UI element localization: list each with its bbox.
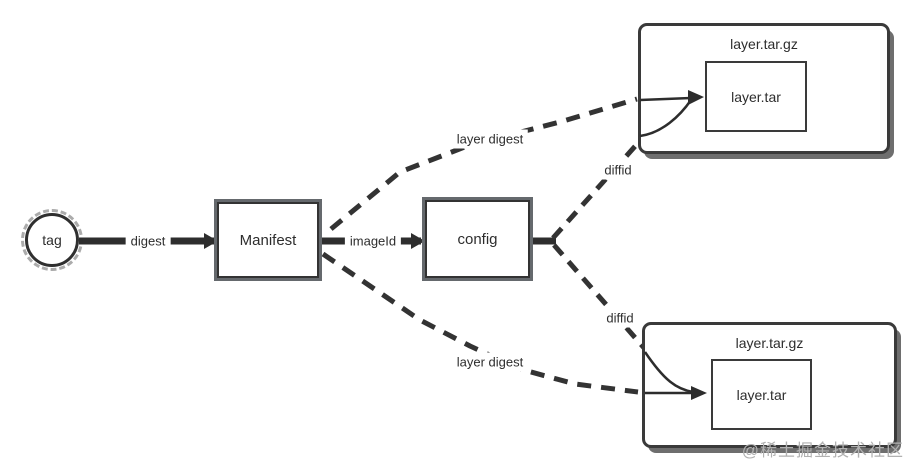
edge-label-imageid: imageId bbox=[344, 231, 402, 251]
layer-targz-bottom-title: layer.tar.gz bbox=[735, 335, 804, 351]
layer-targz-top-title: layer.tar.gz bbox=[730, 36, 798, 52]
edge-label-layer-digest-top: layer digest bbox=[451, 129, 529, 149]
manifest-node-label: Manifest bbox=[239, 231, 297, 249]
manifest-node: Manifest bbox=[217, 202, 319, 278]
layer-tar-bottom-label: layer.tar bbox=[736, 386, 787, 403]
layer-tar-bottom-box: layer.tar bbox=[711, 359, 812, 430]
layer-tar-top-box: layer.tar bbox=[705, 61, 807, 132]
edge-diffid-bottom-line bbox=[552, 243, 647, 351]
edge-label-layer-digest-bottom: layer digest bbox=[451, 352, 529, 372]
arrowhead-icon bbox=[204, 233, 218, 249]
edge-diffid-top-line bbox=[551, 141, 640, 240]
layer-tar-top-label: layer.tar bbox=[731, 88, 781, 105]
config-node-label: config bbox=[457, 230, 498, 248]
edge-label-diffid-top: diffid bbox=[599, 160, 637, 180]
juejin-watermark: @稀土掘金技术社区 bbox=[741, 441, 904, 460]
tag-node-label: tag bbox=[42, 232, 62, 248]
edge-label-digest: digest bbox=[125, 231, 171, 251]
tag-node: tag bbox=[21, 209, 83, 271]
config-node: config bbox=[425, 200, 530, 278]
edge-label-diffid-bottom: diffid bbox=[601, 308, 639, 328]
arrowhead-icon bbox=[411, 233, 425, 249]
